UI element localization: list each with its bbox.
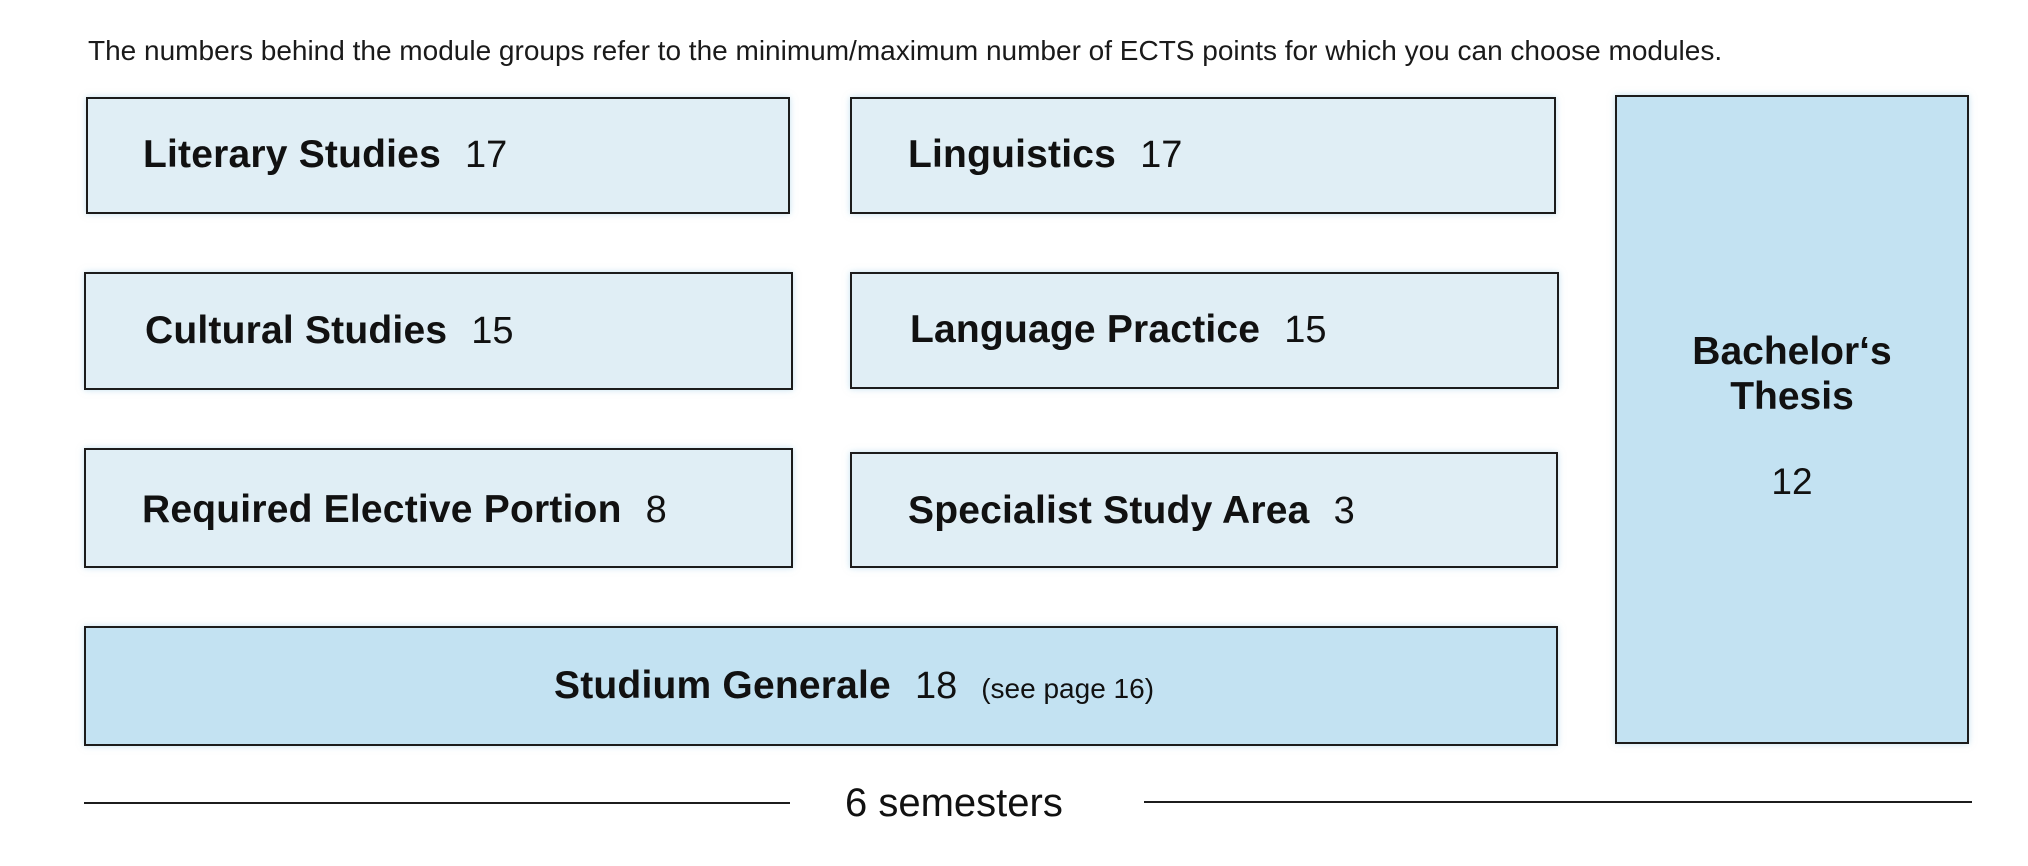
module-group-points: 15	[1284, 309, 1327, 351]
module-group-language-practice: Language Practice 15	[850, 272, 1559, 389]
thesis-title-line-1: Bachelor‘s	[1692, 330, 1892, 373]
module-group-required-elective-portion: Required Elective Portion 8	[84, 448, 793, 568]
module-group-name: Cultural Studies	[145, 309, 448, 352]
module-group-points: 17	[1140, 134, 1183, 176]
module-group-specialist-study-area: Specialist Study Area 3	[850, 452, 1558, 568]
bachelors-thesis-block: Bachelor‘s Thesis 12	[1615, 95, 1969, 744]
module-group-points: 17	[464, 134, 508, 176]
module-group-literary-studies: Literary Studies 17	[86, 97, 790, 214]
duration-label: 6 semesters	[845, 781, 1063, 825]
timeline-line-right	[1144, 801, 1972, 803]
module-group-linguistics: Linguistics 17	[850, 97, 1556, 214]
thesis-title-line-2: Thesis	[1730, 375, 1854, 418]
module-group-points: 18	[914, 665, 958, 707]
timeline-line-left	[84, 802, 790, 804]
module-group-points: 3	[1333, 490, 1355, 532]
intro-text: The numbers behind the module groups ref…	[88, 35, 1723, 66]
module-group-name: Specialist Study Area	[908, 489, 1310, 532]
page-reference-note: (see page 16)	[981, 673, 1155, 704]
module-group-name: Linguistics	[908, 133, 1117, 176]
module-group-points: 8	[645, 489, 667, 531]
thesis-points: 12	[1771, 461, 1813, 502]
module-group-name: Literary Studies	[143, 133, 441, 176]
module-group-name: Language Practice	[910, 308, 1261, 351]
module-group-studium-generale: Studium Generale 18 (see page 16)	[84, 626, 1558, 746]
module-group-points: 15	[471, 310, 514, 352]
module-group-name: Required Elective Portion	[142, 488, 622, 531]
module-group-cultural-studies: Cultural Studies 15	[84, 272, 793, 390]
module-group-name: Studium Generale	[554, 664, 891, 707]
